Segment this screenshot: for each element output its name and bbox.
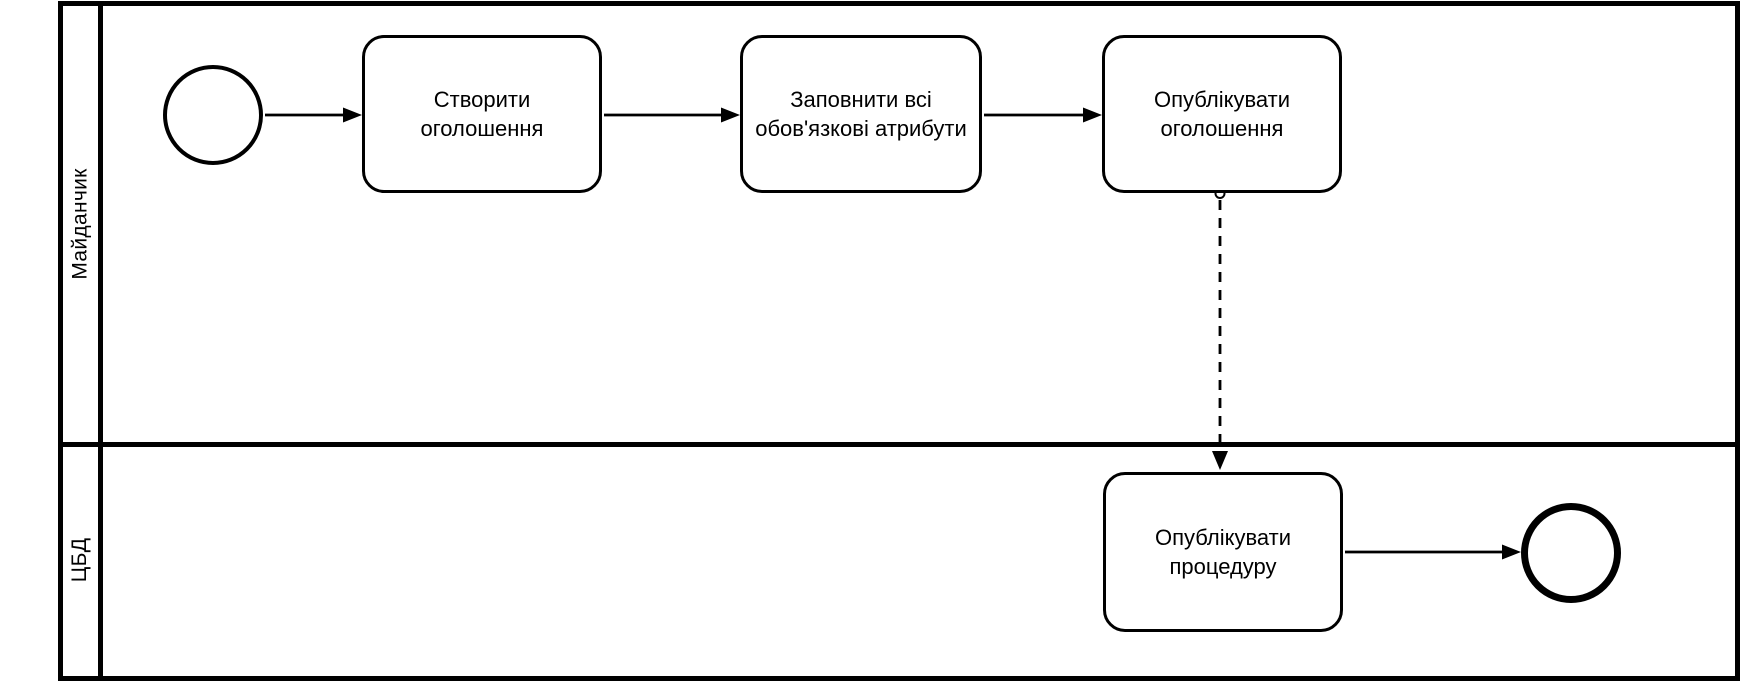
task-label-line: Створити bbox=[433, 87, 531, 112]
task-label-line: оголошення bbox=[1160, 116, 1284, 141]
task-label-line: процедуру bbox=[1169, 554, 1277, 579]
lane-cbd: ЦБД bbox=[63, 447, 98, 673]
task-fill-attributes[interactable]: Заповнити всі обов'язкові атрибути bbox=[740, 35, 982, 193]
task-label-line: Опублікувати bbox=[1153, 87, 1291, 112]
process-pool bbox=[58, 1, 1740, 681]
task-publish-procedure[interactable]: Опублікувати процедуру bbox=[1103, 472, 1343, 632]
task-label-line: Опублікувати bbox=[1154, 525, 1292, 550]
lane-cbd-label: ЦБД bbox=[68, 537, 92, 583]
lane-majdanchyk: Майданчик bbox=[63, 6, 98, 442]
lane-label-separator bbox=[98, 1, 103, 681]
lane-majdanchyk-label: Майданчик bbox=[68, 168, 92, 280]
task-publish-announcement[interactable]: Опублікувати оголошення bbox=[1102, 35, 1342, 193]
task-label-line: Заповнити всі bbox=[790, 87, 932, 112]
lane-divider bbox=[58, 442, 1740, 447]
end-event[interactable] bbox=[1521, 503, 1621, 603]
start-event[interactable] bbox=[163, 65, 263, 165]
task-label-line: оголошення bbox=[420, 116, 544, 141]
task-label-line: обов'язкові атрибути bbox=[755, 116, 967, 141]
task-create-announcement[interactable]: Створити оголошення bbox=[362, 35, 602, 193]
